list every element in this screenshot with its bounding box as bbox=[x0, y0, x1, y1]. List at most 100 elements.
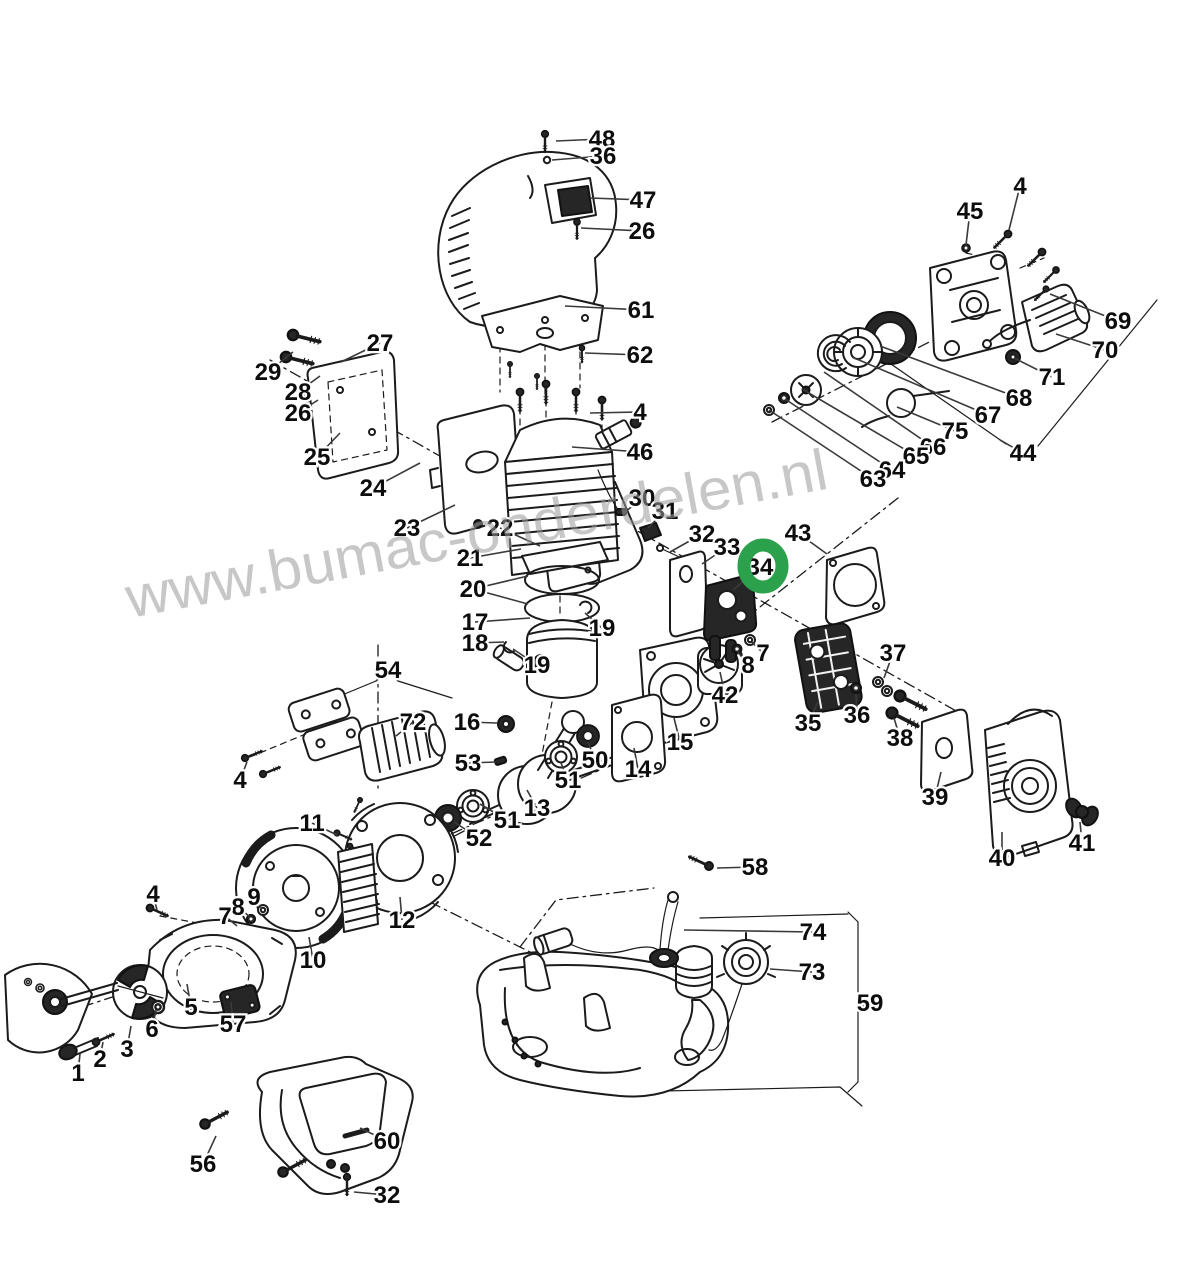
leader-line-51 bbox=[560, 762, 569, 781]
leader-line-28 bbox=[297, 375, 321, 393]
part-label-20: 20 bbox=[460, 576, 487, 603]
part-label-21: 21 bbox=[457, 545, 484, 572]
part-label-56: 56 bbox=[190, 1151, 217, 1178]
leader-line-4 bbox=[152, 893, 158, 911]
part-label-19: 19 bbox=[589, 615, 616, 642]
part-key-53 bbox=[493, 755, 508, 766]
part-label-35: 35 bbox=[795, 710, 822, 737]
leader-line-33 bbox=[701, 546, 728, 565]
part-label-14: 14 bbox=[625, 756, 652, 783]
part-flywheel-10 bbox=[235, 827, 380, 949]
part-label-2: 2 bbox=[93, 1046, 106, 1073]
leader-line-65 bbox=[801, 388, 917, 457]
leader-line-30 bbox=[623, 497, 643, 514]
part-label-66: 66 bbox=[920, 434, 947, 461]
leader-line-66 bbox=[823, 371, 934, 448]
part-label-74: 74 bbox=[800, 919, 827, 946]
leader-line-14 bbox=[633, 747, 639, 770]
leader-line-73 bbox=[769, 968, 813, 973]
part-label-40: 40 bbox=[989, 845, 1016, 872]
leader-line-13 bbox=[526, 789, 538, 809]
part-label-11: 11 bbox=[299, 810, 324, 837]
part-label-30: 30 bbox=[629, 485, 656, 512]
part-fan-cover-group bbox=[4, 918, 297, 1061]
part-label-75: 75 bbox=[942, 418, 969, 445]
part-ignition-module-57 bbox=[219, 984, 261, 1019]
leader-line-54 bbox=[375, 669, 389, 682]
leader-line-20 bbox=[472, 588, 529, 605]
part-label-43: 43 bbox=[785, 520, 812, 547]
part-label-51: 51 bbox=[494, 807, 521, 834]
bolt-1 bbox=[58, 1037, 99, 1061]
bolt-37 bbox=[890, 686, 931, 716]
part-label-73: 73 bbox=[799, 959, 826, 986]
part-label-51: 51 bbox=[555, 767, 582, 794]
leader-line-19 bbox=[584, 612, 603, 629]
leader-line-19 bbox=[512, 648, 538, 666]
part-air-filter-group bbox=[920, 708, 1099, 858]
part-label-50: 50 bbox=[582, 747, 609, 774]
part-label-48: 48 bbox=[589, 126, 616, 153]
screw-56 bbox=[196, 1106, 232, 1133]
part-label-26: 26 bbox=[285, 400, 312, 427]
part-label-39: 39 bbox=[922, 784, 949, 811]
leader-line-2 bbox=[99, 1041, 104, 1060]
part-label-53: 53 bbox=[455, 750, 482, 777]
washer-36 bbox=[542, 155, 552, 165]
leader-line-36 bbox=[855, 693, 858, 716]
leader-line-26 bbox=[580, 227, 643, 232]
part-label-31: 31 bbox=[652, 498, 679, 525]
part-clip-19 bbox=[503, 641, 515, 654]
part-label-18: 18 bbox=[462, 630, 489, 657]
part-label-4: 4 bbox=[633, 399, 647, 426]
leader-line-7 bbox=[224, 915, 238, 927]
screw-58 bbox=[686, 851, 716, 873]
leader-line-60 bbox=[359, 1127, 388, 1142]
diagram-artwork bbox=[4, 129, 1158, 1197]
part-label-22: 22 bbox=[487, 515, 514, 542]
part-wrist-pin-18 bbox=[492, 644, 525, 672]
leader-line-26 bbox=[297, 399, 319, 414]
leader-line-12 bbox=[399, 896, 403, 921]
part-label-64: 64 bbox=[879, 457, 906, 484]
part-rope-guide-71 bbox=[1005, 349, 1021, 365]
part-label-72: 72 bbox=[400, 709, 427, 736]
labels-layer: 4836472661624456970716867756665646344292… bbox=[69, 124, 1134, 1212]
part-bracket-group-54 bbox=[239, 687, 446, 782]
leader-line-23 bbox=[406, 504, 456, 529]
leader-line-63 bbox=[768, 409, 874, 480]
part-label-41: 41 bbox=[1069, 830, 1096, 857]
leader-line-46 bbox=[571, 446, 641, 453]
part-filter-housing-40 bbox=[984, 708, 1074, 858]
leader-line-11 bbox=[311, 822, 338, 836]
part-label-3: 3 bbox=[120, 1036, 133, 1063]
leader-line-3 bbox=[126, 1025, 132, 1050]
leader-line-9 bbox=[253, 896, 263, 910]
part-fuel-pickup-74 bbox=[533, 891, 679, 968]
part-label-58: 58 bbox=[742, 854, 769, 881]
leader-line-4 bbox=[589, 411, 641, 414]
part-label-7: 7 bbox=[218, 903, 231, 930]
leader-line-64 bbox=[784, 398, 893, 471]
part-label-60: 60 bbox=[374, 1128, 401, 1155]
part-label-52: 52 bbox=[466, 825, 493, 852]
part-label-71: 71 bbox=[1039, 364, 1066, 391]
leader-line-4 bbox=[1008, 185, 1021, 231]
leader-line-43 bbox=[797, 532, 828, 555]
leader-line-70 bbox=[1055, 333, 1106, 351]
leader-line-58 bbox=[716, 866, 756, 869]
part-label-1: 1 bbox=[71, 1060, 84, 1087]
leader-line-69 bbox=[1049, 293, 1119, 322]
part-fuel-tank-group bbox=[476, 851, 867, 1098]
part-label-17: 17 bbox=[462, 609, 489, 636]
part-piston-group bbox=[492, 541, 609, 699]
part-rewind-spring bbox=[816, 334, 851, 373]
part-insulator-35 bbox=[794, 622, 931, 733]
part-label-26: 26 bbox=[629, 218, 656, 245]
part-label-15: 15 bbox=[667, 729, 694, 756]
part-label-37: 37 bbox=[880, 640, 907, 667]
part-label-10: 10 bbox=[300, 947, 327, 974]
highlight-circle bbox=[737, 538, 789, 594]
part-label-32: 32 bbox=[374, 1182, 401, 1209]
part-gasket-43 bbox=[825, 546, 886, 626]
